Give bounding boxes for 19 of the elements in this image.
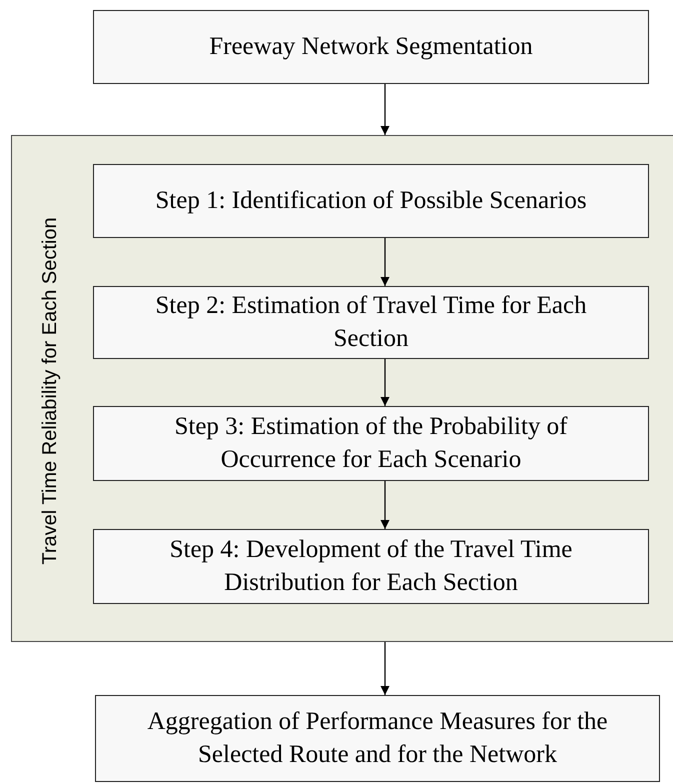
group-band: [11, 135, 673, 642]
band-label: Travel Time Reliability for Each Section: [38, 217, 62, 565]
box-label: Step 1: Identification of Possible Scenarios: [155, 186, 587, 216]
arrow: [380, 481, 390, 529]
box-label: Aggregation of Performance Measures for the Selected Route and for the Network: [146, 707, 609, 770]
box-label: Step 4: Development of the Travel Time Distribution for Each Section: [168, 535, 574, 598]
arrow: [380, 238, 390, 286]
box-label: Step 2: Estimation of Travel Time for Each Section: [154, 291, 588, 354]
step-box: [93, 529, 649, 604]
arrow: [380, 642, 390, 695]
step-box: [93, 406, 649, 481]
step-box: [93, 286, 649, 359]
box-label: Step 3: Estimation of the Probability of Occurrence for Each Scenario: [173, 412, 569, 474]
process-box: [95, 695, 660, 782]
arrow: [380, 359, 390, 406]
box-label: Freeway Network Segmentation: [209, 32, 533, 62]
step-box: [93, 164, 649, 238]
arrow: [380, 84, 390, 135]
process-box: [93, 10, 649, 84]
